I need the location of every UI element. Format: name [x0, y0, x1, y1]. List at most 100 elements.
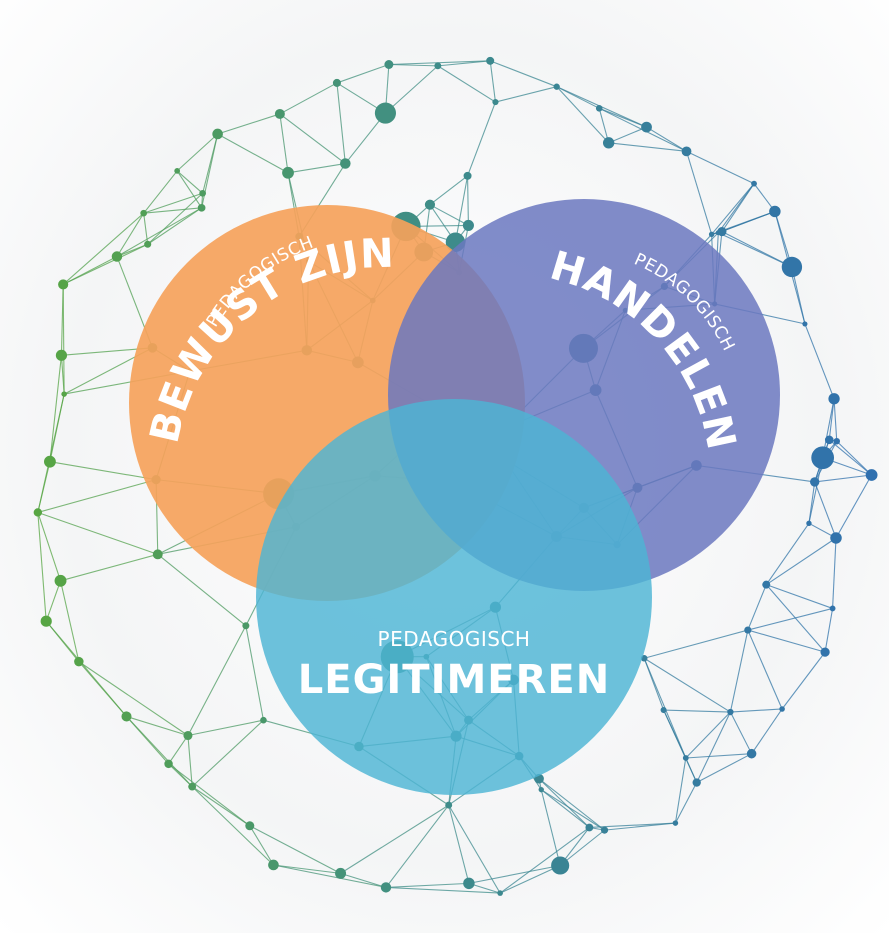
- network-edge: [814, 474, 872, 483]
- network-edge: [448, 804, 470, 884]
- network-edge: [644, 629, 748, 659]
- network-edge: [747, 584, 767, 631]
- network-edge: [556, 86, 610, 144]
- network-node: [746, 748, 757, 759]
- network-edge: [717, 183, 755, 234]
- network-edge: [147, 207, 202, 245]
- network-edge: [201, 133, 219, 208]
- network-edge: [685, 753, 752, 759]
- network-edge: [385, 804, 450, 888]
- network-node: [781, 256, 803, 278]
- network-node: [144, 240, 152, 248]
- network-node: [802, 321, 808, 327]
- network-edge: [835, 474, 873, 539]
- network-node: [380, 882, 392, 893]
- network-node: [434, 62, 442, 70]
- network-edge: [287, 162, 346, 174]
- network-edge: [696, 753, 752, 784]
- network-edge: [116, 212, 145, 257]
- network-edge: [273, 864, 341, 874]
- legitimeren-big-label: LEGITIMEREN: [298, 657, 610, 703]
- network-node: [769, 205, 781, 218]
- network-edge: [559, 829, 605, 866]
- network-edge: [718, 232, 793, 268]
- network-edge: [538, 778, 605, 831]
- network-node: [242, 622, 250, 630]
- network-node: [820, 647, 830, 657]
- network-edge: [499, 827, 590, 894]
- network-edge: [245, 625, 264, 721]
- network-edge: [45, 620, 127, 717]
- network-node: [174, 168, 181, 174]
- network-edge: [143, 192, 203, 214]
- network-node: [463, 877, 475, 890]
- network-edge: [804, 323, 835, 399]
- network-node: [551, 856, 570, 875]
- network-node: [830, 532, 842, 544]
- network-node: [335, 867, 347, 879]
- network-edge: [828, 439, 872, 476]
- network-edge: [540, 789, 561, 866]
- network-edge: [279, 113, 346, 164]
- network-node: [462, 219, 474, 231]
- network-node: [497, 890, 503, 896]
- network-edge: [37, 511, 158, 555]
- network-edge: [147, 192, 204, 245]
- network-edge: [49, 355, 62, 462]
- network-node: [708, 231, 715, 238]
- network-node: [806, 520, 812, 526]
- network-edge: [608, 126, 647, 144]
- network-node: [486, 56, 495, 65]
- network-node: [828, 393, 840, 405]
- network-edge: [143, 170, 178, 214]
- network-edge: [540, 789, 605, 831]
- network-node: [164, 759, 173, 769]
- network-edge: [489, 60, 557, 88]
- network-edge: [49, 461, 157, 481]
- network-edge: [663, 709, 698, 783]
- network-edge: [187, 719, 264, 737]
- network-edge: [143, 213, 149, 245]
- network-edge: [454, 175, 469, 243]
- network-node: [682, 755, 689, 761]
- network-edge: [730, 708, 783, 713]
- network-edge: [781, 651, 826, 710]
- network-node: [199, 189, 206, 197]
- network-edge: [685, 711, 731, 759]
- network-edge: [116, 243, 148, 258]
- network-edge: [62, 243, 148, 285]
- network-edge: [814, 481, 837, 539]
- network-edge: [340, 872, 387, 888]
- network-node: [751, 180, 757, 187]
- network-node: [44, 455, 56, 468]
- network-edge: [336, 63, 390, 84]
- network-edge: [336, 82, 346, 164]
- network-edge: [685, 151, 713, 235]
- network-edge: [116, 207, 202, 258]
- network-edge: [249, 825, 274, 866]
- network-node: [61, 391, 67, 397]
- network-edge: [538, 778, 590, 828]
- network-edge: [674, 757, 687, 824]
- network-edge: [643, 657, 731, 713]
- network-edge: [62, 212, 145, 285]
- network-edge: [168, 763, 251, 827]
- network-node: [245, 821, 255, 831]
- network-edge: [279, 113, 289, 173]
- network-edge: [385, 882, 469, 888]
- network-node: [602, 137, 615, 149]
- network-edge: [751, 708, 783, 754]
- network-edge: [747, 629, 783, 710]
- network-edge: [191, 786, 274, 866]
- network-node: [212, 128, 223, 140]
- network-node: [55, 349, 68, 361]
- legitimeren-small-label: PEDAGOGISCH: [378, 627, 531, 651]
- network-node: [829, 605, 836, 612]
- network-node: [332, 78, 341, 87]
- network-edge: [429, 204, 469, 226]
- network-node: [111, 251, 123, 262]
- network-node: [33, 508, 43, 517]
- network-edge: [37, 479, 157, 513]
- network-node: [445, 801, 453, 809]
- network-edge: [176, 133, 219, 172]
